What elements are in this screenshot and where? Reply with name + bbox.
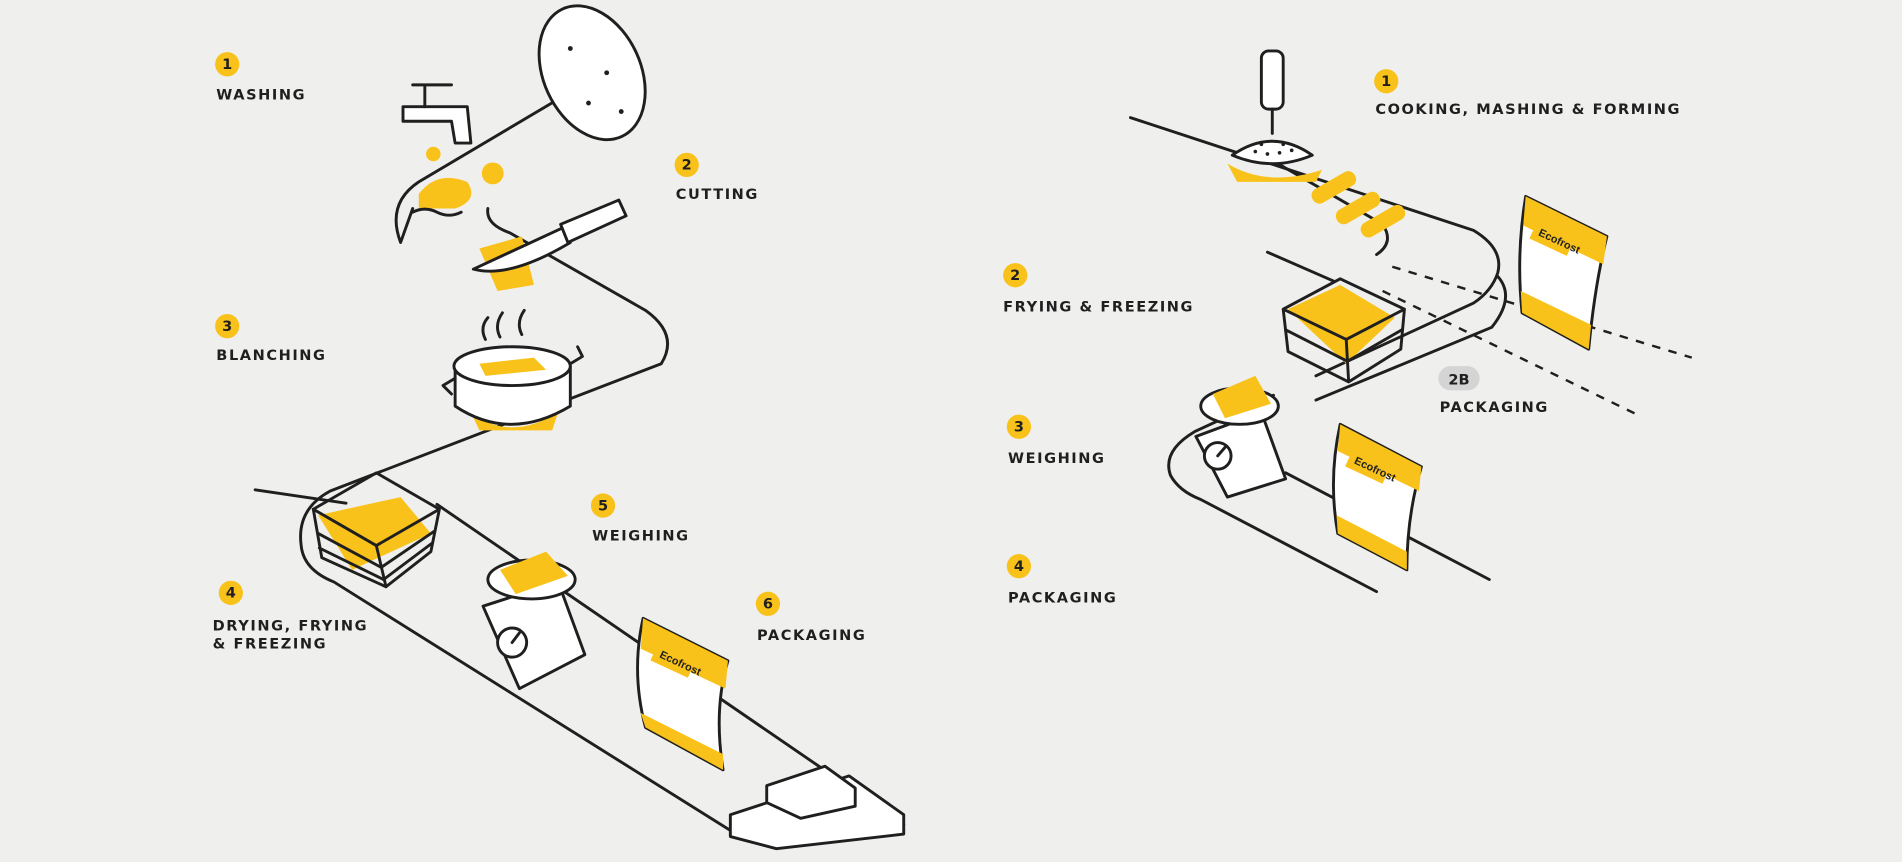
step-number: 4 <box>226 586 236 602</box>
left-step-4: 4 DRYING, FRYING & FREEZING <box>213 580 368 653</box>
left-step-5: 5 WEIGHING <box>590 493 690 545</box>
fryer-basket-icon <box>1265 250 1406 384</box>
step-label: WASHING <box>216 87 306 103</box>
package-bag-icon: Ecofrost <box>1331 422 1423 572</box>
step-number: 1 <box>1381 74 1391 90</box>
masher-icon <box>1227 49 1322 182</box>
step-label: PACKAGING <box>1008 591 1117 607</box>
step-number: 6 <box>763 597 773 613</box>
step-label: PACKAGING <box>1440 400 1549 416</box>
step-number: 3 <box>1014 420 1024 436</box>
scale-icon <box>1194 375 1288 499</box>
right-step-4: 4 PACKAGING <box>1006 554 1117 607</box>
faucet-icon <box>401 83 504 217</box>
right-step-2b: 2B PACKAGING <box>1438 366 1549 416</box>
left-step-1: 1 WASHING <box>215 52 306 103</box>
step-label: & FREEZING <box>213 637 327 653</box>
fries-blocks-icon <box>728 764 906 851</box>
step-number: 3 <box>222 319 232 335</box>
potato-icon <box>537 4 647 142</box>
package-bag-icon: Ecofrost <box>1518 194 1609 351</box>
step-number: 4 <box>1014 559 1024 575</box>
scale-icon <box>481 551 587 691</box>
step-label: DRYING, FRYING <box>213 618 368 634</box>
step-label: BLANCHING <box>216 348 326 364</box>
left-step-3: 3 BLANCHING <box>215 314 326 364</box>
step-number: 2B <box>1448 372 1469 388</box>
step-number: 2 <box>1010 268 1020 284</box>
right-step-2: 2 FRYING & FREEZING <box>1003 263 1194 316</box>
step-label: CUTTING <box>676 187 759 203</box>
potato-patties-icon <box>1311 171 1406 238</box>
right-step-1: 1 COOKING, MASHING & FORMING <box>1374 69 1681 118</box>
fryer-basket-icon <box>253 471 441 589</box>
right-step-3: 3 WEIGHING <box>1006 414 1106 467</box>
pot-icon <box>441 308 584 431</box>
package-bag-icon: Ecofrost <box>636 616 730 772</box>
step-label: FRYING & FREEZING <box>1003 300 1194 316</box>
left-step-6: 6 PACKAGING <box>755 591 866 644</box>
step-label: COOKING, MASHING & FORMING <box>1375 102 1681 118</box>
step-label: WEIGHING <box>1008 451 1106 467</box>
step-label: WEIGHING <box>592 529 690 545</box>
step-number: 5 <box>598 498 608 514</box>
left-step-2: 2 CUTTING <box>674 152 759 203</box>
step-number: 2 <box>682 158 692 174</box>
knife-icon <box>471 198 628 291</box>
step-number: 1 <box>222 57 232 73</box>
step-label: PACKAGING <box>757 628 866 644</box>
